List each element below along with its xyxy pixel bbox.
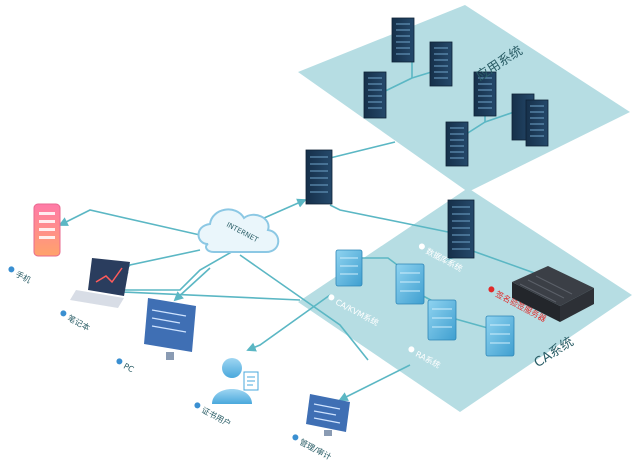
svg-text:管理/审计: 管理/审计 xyxy=(298,437,333,462)
cert-user-label: 证书用户 xyxy=(194,402,233,429)
audit-monitor-icon xyxy=(306,394,350,436)
ra-server-icon xyxy=(427,299,457,341)
phone-label: 手机 xyxy=(8,266,33,285)
laptop-icon xyxy=(70,258,130,308)
svg-text:PC: PC xyxy=(122,362,136,375)
laptop-label: 笔记本 xyxy=(60,310,92,333)
server-rack-icon xyxy=(391,17,415,63)
ca-server-icon xyxy=(395,263,425,305)
svg-text:证书用户: 证书用户 xyxy=(200,405,233,429)
server-rack-icon xyxy=(445,121,469,167)
ca-kvm-server-icon xyxy=(335,249,363,287)
audit-label: 管理/审计 xyxy=(292,434,333,462)
svg-text:手机: 手机 xyxy=(14,269,33,285)
cert-user-icon xyxy=(212,358,259,404)
internet-cloud-icon xyxy=(197,208,280,253)
server-rack-icon xyxy=(363,71,387,119)
server-rack-icon xyxy=(429,41,453,87)
server-rack-icon xyxy=(511,93,549,147)
database-server-icon xyxy=(447,199,475,259)
app-servers xyxy=(363,17,549,167)
svg-text:笔记本: 笔记本 xyxy=(66,313,92,333)
server-rack-icon xyxy=(473,71,497,117)
ra-server-icon xyxy=(485,315,515,357)
gateway-server-icon xyxy=(305,149,333,205)
pc-label: PC xyxy=(116,358,136,375)
phone-icon xyxy=(33,203,61,257)
pc-monitor-icon xyxy=(144,298,196,360)
ca-platform xyxy=(298,188,632,412)
signature-server-icon xyxy=(512,266,594,322)
